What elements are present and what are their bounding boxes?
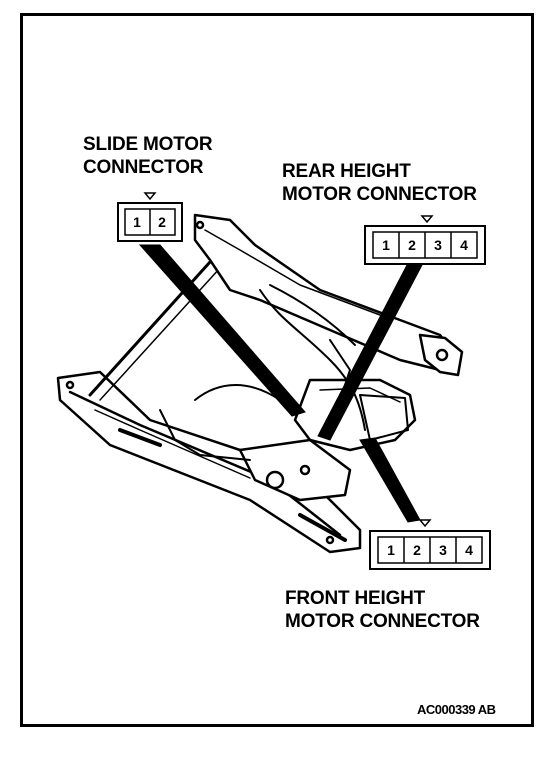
slide-motor-label-line2: CONNECTOR — [83, 157, 204, 178]
rear-pin-4: 4 — [460, 237, 468, 253]
rear-pin-1: 1 — [382, 237, 390, 253]
rear-height-connector-box: 1 2 3 4 — [364, 215, 486, 265]
front-height-label-line2: MOTOR CONNECTOR — [285, 611, 480, 632]
rear-height-label-line1: REAR HEIGHT — [282, 161, 411, 182]
slide-pin-1: 1 — [133, 214, 141, 230]
slide-motor-connector-box: 1 2 — [117, 192, 183, 242]
front-height-connector-box: 1 2 3 4 — [369, 519, 491, 570]
front-pin-1: 1 — [387, 542, 395, 558]
front-height-label-line1: FRONT HEIGHT — [285, 588, 426, 609]
slide-pin-2: 2 — [158, 214, 166, 230]
seat-track-assembly — [56, 213, 464, 554]
rear-pin-3: 3 — [434, 237, 442, 253]
figure-frame — [20, 13, 534, 727]
front-pin-2: 2 — [413, 542, 421, 558]
front-pin-4: 4 — [465, 542, 473, 558]
slide-motor-label-line1: SLIDE MOTOR — [83, 134, 213, 155]
rear-height-label-line2: MOTOR CONNECTOR — [282, 184, 477, 205]
front-pin-3: 3 — [439, 542, 447, 558]
figure-code: AC000339 AB — [417, 702, 496, 717]
rear-pin-2: 2 — [408, 237, 416, 253]
